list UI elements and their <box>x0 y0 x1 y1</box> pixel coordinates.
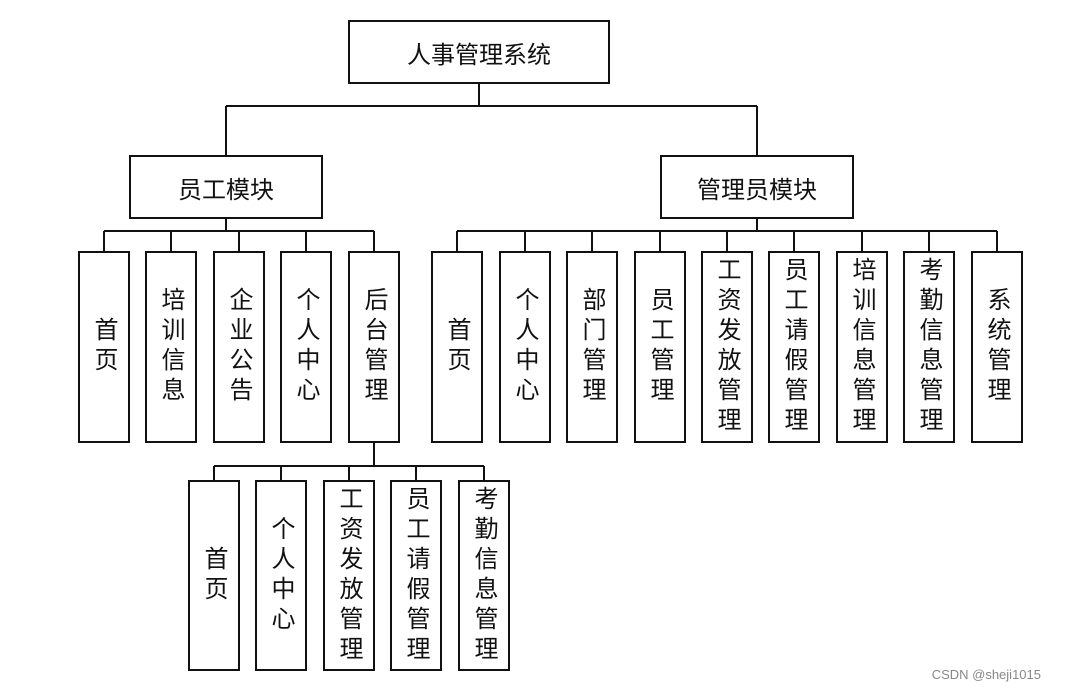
admin-item-attendance: 考勤信息管理 <box>903 251 955 443</box>
admin-item-system: 系统管理 <box>971 251 1023 443</box>
employee-item-personal-center: 个人中心 <box>280 251 332 443</box>
backend-item-leave: 员工请假管理 <box>390 480 442 671</box>
employee-item-training: 培训信息 <box>145 251 197 443</box>
employee-module-node: 员工模块 <box>129 155 323 219</box>
backend-item-home: 首页 <box>188 480 240 671</box>
employee-item-home: 首页 <box>78 251 130 443</box>
backend-item-personal-center: 个人中心 <box>255 480 307 671</box>
employee-item-backend: 后台管理 <box>348 251 400 443</box>
employee-item-announcement: 企业公告 <box>213 251 265 443</box>
backend-item-attendance: 考勤信息管理 <box>458 480 510 671</box>
watermark: CSDN @sheji1015 <box>931 667 1041 682</box>
admin-item-home: 首页 <box>431 251 483 443</box>
root-node: 人事管理系统 <box>348 20 610 84</box>
admin-item-department: 部门管理 <box>566 251 618 443</box>
admin-module-node: 管理员模块 <box>660 155 854 219</box>
admin-item-salary: 工资发放管理 <box>701 251 753 443</box>
admin-item-leave: 员工请假管理 <box>768 251 820 443</box>
backend-item-salary: 工资发放管理 <box>323 480 375 671</box>
admin-item-employee: 员工管理 <box>634 251 686 443</box>
admin-item-training: 培训信息管理 <box>836 251 888 443</box>
admin-item-personal-center: 个人中心 <box>499 251 551 443</box>
